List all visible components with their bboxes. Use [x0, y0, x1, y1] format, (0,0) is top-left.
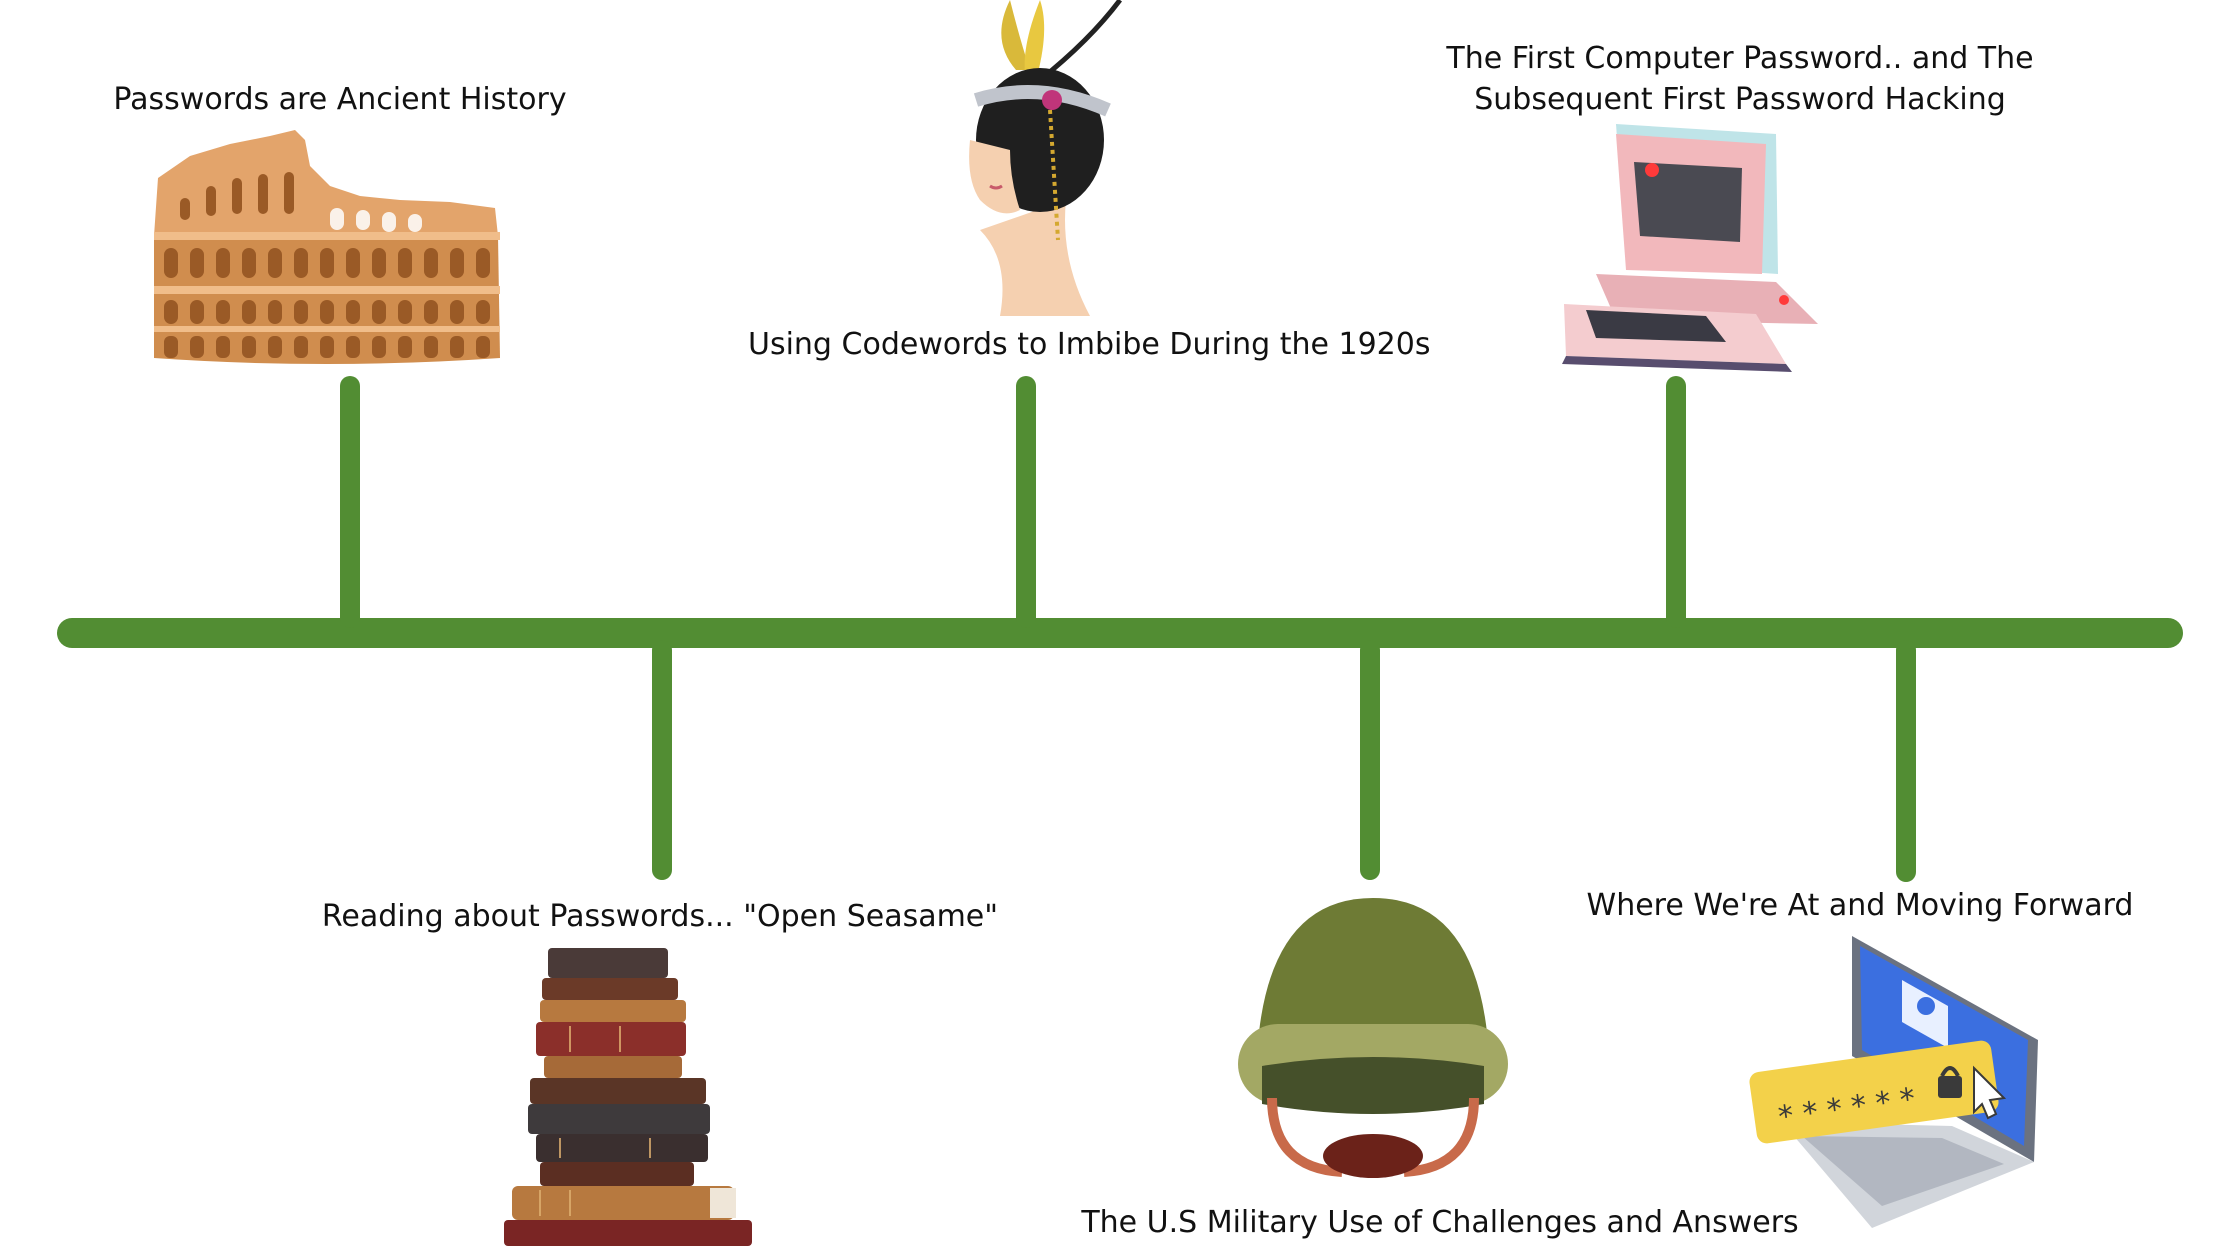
- event-label-open-sesame: Reading about Passwords... "Open Seasame…: [321, 899, 999, 934]
- event-label-moving-forward: Where We're At and Moving Forward: [1586, 888, 2134, 923]
- stem-first-computer: [1666, 376, 1686, 628]
- timeline-axis: [57, 618, 2183, 648]
- stem-military: [1360, 640, 1380, 880]
- event-label-first-computer-line-2: Subsequent First Password Hacking: [1474, 82, 2006, 117]
- stem-ancient: [340, 376, 360, 628]
- retro-computer-icon: [1562, 124, 1818, 372]
- laptop-password-icon: * * * * * *: [1749, 936, 2038, 1228]
- colosseum-icon: [154, 130, 500, 364]
- event-label-1920s: Using Codewords to Imbibe During the 192…: [748, 327, 1431, 362]
- event-label-military: The U.S Military Use of Challenges and A…: [1081, 1205, 1799, 1240]
- event-label-first-computer-line-1: The First Computer Password.. and The: [1446, 41, 2034, 76]
- event-label-ancient: Passwords are Ancient History: [113, 82, 567, 117]
- book-stack-icon: [504, 948, 752, 1246]
- stem-open-sesame: [652, 640, 672, 880]
- stem-moving-forward: [1896, 640, 1916, 882]
- flapper-woman-icon: [969, 0, 1122, 316]
- army-helmet-icon: [1238, 898, 1508, 1178]
- stem-1920s: [1016, 376, 1036, 628]
